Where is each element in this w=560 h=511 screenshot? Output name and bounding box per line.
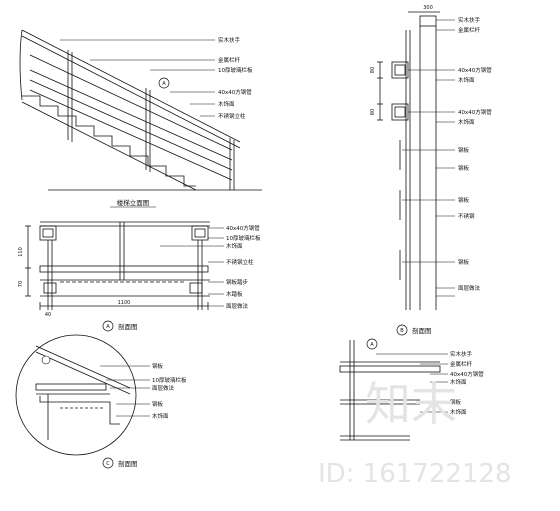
section-c-note: 钢板	[152, 362, 164, 370]
section-a-note: 钢板踏步	[226, 278, 249, 286]
section-b-leaders	[402, 19, 455, 297]
dimension-rail-width: 300	[423, 5, 433, 11]
section-c-leaders	[100, 365, 150, 417]
detail-note: 40x40方钢管	[450, 370, 484, 378]
elevation-notes: 实木扶手 金属栏杆 10厚玻璃栏板 40x40方钢管 木饰面 不锈钢立柱	[218, 36, 253, 120]
section-c-notes: 钢板 10厚玻璃栏板 面层做法 钢板 木饰面	[152, 362, 187, 420]
section-c-note: 10厚玻璃栏板	[152, 376, 187, 384]
detail-marker: A	[366, 338, 378, 350]
section-c-note: 木饰面	[152, 412, 169, 420]
section-a-view	[25, 221, 210, 310]
section-b-title: 剖面图	[412, 326, 432, 335]
elevation-note: 木饰面	[218, 100, 235, 108]
watermark-logo: 知末	[365, 377, 457, 431]
section-b-note: 不锈钢	[458, 212, 475, 220]
detail-marker-label: A	[370, 342, 374, 348]
section-b-marker: B 剖面图	[396, 324, 432, 336]
elevation-note: 不锈钢立柱	[218, 112, 246, 120]
section-b-note: 钢板	[458, 258, 470, 266]
section-a-title: 剖面图	[118, 322, 138, 331]
watermark-id: ID: 161722128	[318, 459, 512, 489]
section-a-marker: A 剖面图	[102, 320, 138, 332]
section-a-note: 10厚玻璃栏板	[226, 234, 261, 242]
section-b-notes: 实木扶手 金属栏杆 40x40方钢管 木饰面 40x40方钢管 木饰面 钢板 钢…	[458, 16, 492, 292]
detail-view	[339, 340, 441, 441]
section-a-note: 不锈钢立柱	[226, 258, 254, 266]
section-a-dimensions: 1100 110 70 40	[18, 247, 130, 318]
elevation-note: 10厚玻璃栏板	[218, 66, 253, 74]
section-a-note: 面层做法	[226, 302, 249, 310]
section-b-note: 木饰面	[458, 76, 475, 84]
section-b-note: 面层做法	[458, 284, 481, 292]
dimension-height-2: 70	[18, 281, 24, 287]
detail-leaders	[376, 353, 448, 413]
section-b-note: 40x40方钢管	[458, 108, 492, 116]
elevation-note: 40x40方钢管	[218, 88, 252, 96]
section-b-note: 实木扶手	[458, 16, 481, 24]
section-c-note: 钢板	[152, 400, 164, 408]
section-b-marker-label: B	[400, 328, 404, 334]
stair-elevation-view	[19, 29, 262, 191]
section-b-note: 木饰面	[458, 118, 475, 126]
section-a-marker-label: A	[106, 324, 110, 330]
section-a-note: 木踏板	[226, 290, 243, 298]
detail-note: 木饰面	[450, 408, 467, 416]
dimension-width: 1100	[118, 300, 131, 306]
section-c-detail-view	[15, 334, 137, 456]
section-b-view	[377, 11, 440, 310]
detail-note: 实木扶手	[450, 350, 473, 358]
elevation-title: 楼梯立面图	[117, 198, 150, 207]
detail-note: 金属栏杆	[450, 360, 473, 368]
dimension-post-2: 80	[370, 109, 376, 115]
elevation-note: 实木扶手	[218, 36, 241, 44]
section-b-note: 钢板	[458, 196, 470, 204]
dimension-height: 110	[18, 247, 24, 257]
section-c-marker-label: C	[106, 461, 110, 467]
elevation-marker: A	[158, 77, 170, 89]
section-b-dimensions: 300 80 80	[370, 5, 433, 115]
section-a-leaders	[160, 227, 224, 307]
section-c-note: 面层做法	[152, 384, 175, 392]
section-c-title: 剖面图	[118, 459, 138, 468]
section-b-note: 钢板	[458, 164, 470, 172]
elevation-note: 金属栏杆	[218, 56, 241, 64]
elevation-marker-label: A	[162, 81, 166, 87]
section-a-note: 木饰面	[226, 242, 243, 250]
section-a-notes: 40x40方钢管 10厚玻璃栏板 木饰面 不锈钢立柱 钢板踏步 木踏板 面层做法	[226, 224, 261, 310]
section-c-marker: C 剖面图	[102, 457, 138, 469]
detail-notes: 实木扶手 金属栏杆 40x40方钢管 木饰面 钢板 木饰面	[450, 350, 484, 416]
dimension-post: 80	[370, 67, 376, 73]
watermark: 知末 ID: 161722128	[318, 377, 512, 489]
dimension-small: 40	[45, 312, 51, 318]
section-b-note: 钢板	[458, 146, 470, 154]
section-b-note: 40x40方钢管	[458, 66, 492, 74]
section-c-marker-top	[41, 355, 51, 365]
detail-note: 钢板	[450, 398, 462, 406]
detail-note: 木饰面	[450, 378, 467, 386]
elevation-leaders	[60, 39, 215, 117]
section-a-note: 40x40方钢管	[226, 224, 260, 232]
section-b-note: 金属栏杆	[458, 26, 481, 34]
